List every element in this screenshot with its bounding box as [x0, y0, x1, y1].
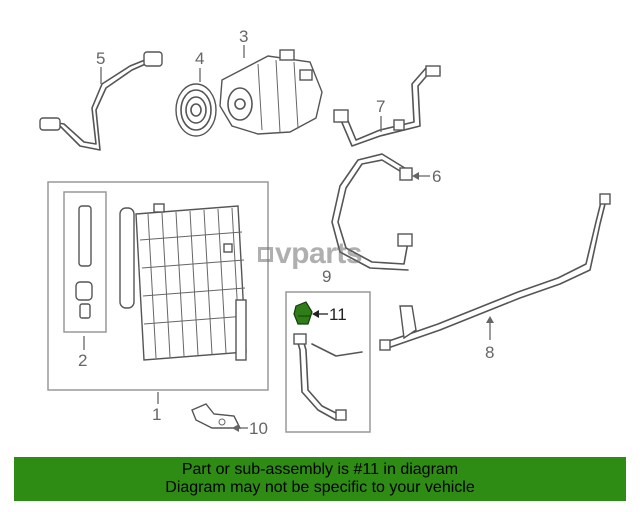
callout-10: 10: [249, 419, 268, 438]
callout-1: 1: [152, 405, 161, 424]
part-1-box: [47, 181, 269, 391]
part-11-valve[interactable]: [293, 301, 313, 325]
callout-5: 5: [96, 49, 105, 68]
part-2-receiver[interactable]: [75, 205, 93, 319]
part-1-condenser[interactable]: [119, 203, 247, 361]
arrowhead-6: [412, 172, 419, 180]
arrowhead-8: [486, 316, 494, 323]
callout-9: 9: [322, 267, 331, 286]
part-9-box: [285, 291, 371, 433]
part-8-tube[interactable]: [379, 193, 611, 351]
logo-icon: [258, 246, 273, 262]
callout-3: 3: [239, 27, 248, 46]
part-7-discharge-hose[interactable]: [333, 65, 441, 147]
watermark-logo: vparts: [258, 236, 388, 272]
banner-line-2: Diagram may not be specific to your vehi…: [165, 479, 475, 496]
callout-2: 2: [78, 351, 87, 370]
callout-4: 4: [195, 49, 204, 68]
part-6-liquid-hose[interactable]: [331, 153, 413, 271]
part-10-bracket[interactable]: [191, 403, 242, 429]
arrowhead-10: [232, 424, 239, 432]
arrowhead-11: [312, 310, 319, 318]
callout-6: 6: [432, 167, 441, 186]
banner-line-1: Part or sub-assembly is #11 in diagram: [181, 461, 459, 478]
part-9-pipe[interactable]: [293, 333, 363, 421]
parts-diagram: 5 4 3 7 6: [39, 27, 611, 438]
callout-7: 7: [376, 97, 385, 116]
part-2-box: [63, 191, 107, 333]
part-4-clutch-pulley[interactable]: [175, 83, 217, 137]
part-3-compressor[interactable]: [219, 49, 323, 135]
watermark-text: vparts: [275, 237, 363, 270]
callout-8: 8: [485, 343, 494, 362]
callout-11: 11: [329, 305, 347, 324]
part-5-hose[interactable]: [39, 51, 163, 151]
info-banner: Part or sub-assembly is #11 in diagram D…: [14, 457, 626, 501]
